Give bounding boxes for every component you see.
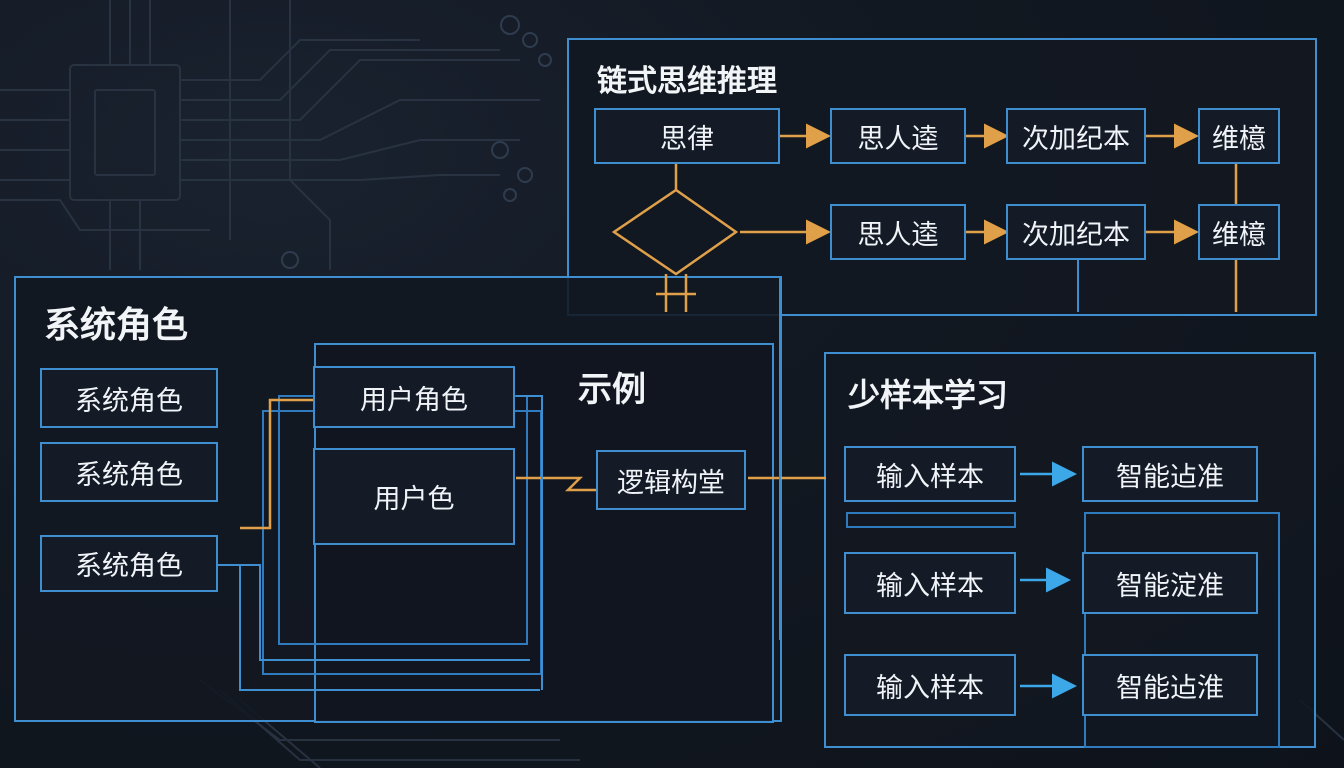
system-role-item: 系统角色 <box>40 368 218 428</box>
chain-of-thought-title: 链式思维推理 <box>597 64 777 99</box>
cot-node-r1-step2: 次加纪本 <box>1006 108 1146 164</box>
user-color-box: 用户色 <box>313 448 515 545</box>
system-role-title: 系统角色 <box>44 305 189 346</box>
cot-node-r2-result: 维檍 <box>1198 204 1280 260</box>
sample-frame <box>846 512 1016 528</box>
input-sample-box: 输入样本 <box>844 446 1016 502</box>
logic-construct-box: 逻辑构堂 <box>596 450 746 510</box>
output-standard-box: 智能迠淮 <box>1082 654 1258 716</box>
input-sample-box: 输入样本 <box>844 552 1016 614</box>
cot-node-r1-result: 维檍 <box>1198 108 1280 164</box>
input-sample-box: 输入样本 <box>844 654 1016 716</box>
user-role-box: 用户角色 <box>313 366 515 428</box>
cot-node-start: 思律 <box>594 108 780 164</box>
system-role-item: 系统角色 <box>40 535 218 592</box>
system-role-item: 系统角色 <box>40 442 218 502</box>
sample-frame <box>1084 512 1280 748</box>
cot-node-r2-step2: 次加纪本 <box>1006 204 1146 260</box>
cot-node-r2-step1: 思人逵 <box>830 204 966 260</box>
few-shot-title: 少样本学习 <box>848 376 1009 414</box>
cot-node-r1-step1: 思人逵 <box>830 108 966 164</box>
example-title: 示例 <box>578 370 646 410</box>
output-standard-box: 智能淀准 <box>1082 552 1258 614</box>
output-standard-box: 智能迠准 <box>1082 446 1258 502</box>
